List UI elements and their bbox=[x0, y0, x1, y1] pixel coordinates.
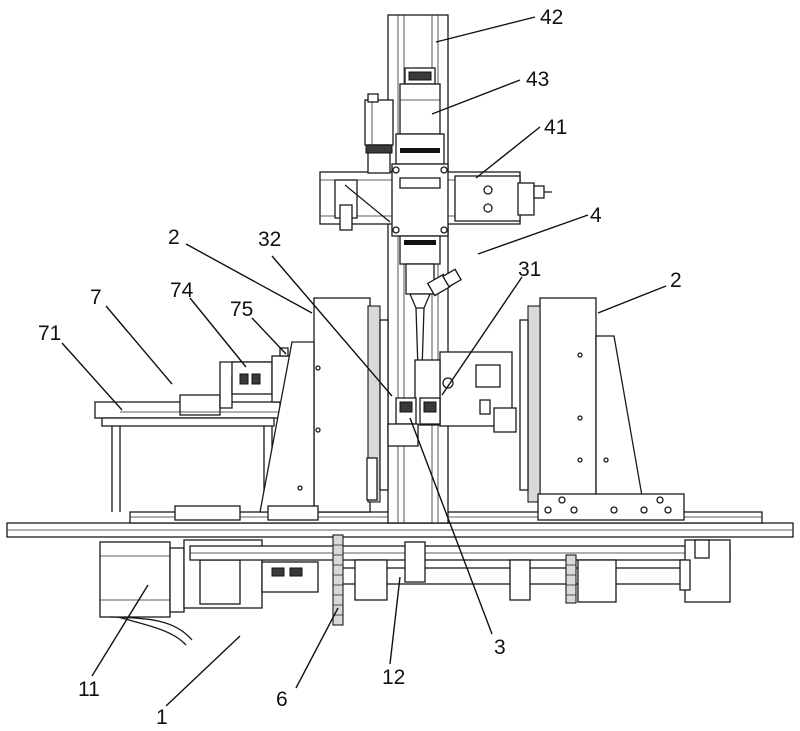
leader-7 bbox=[106, 306, 172, 384]
label-6: 6 bbox=[276, 688, 288, 711]
label-43: 43 bbox=[526, 68, 549, 91]
label-75: 75 bbox=[230, 298, 253, 321]
label-42: 42 bbox=[540, 6, 563, 29]
leader-41 bbox=[476, 127, 540, 178]
label-71: 71 bbox=[38, 322, 61, 345]
label-2-right: 2 bbox=[670, 269, 682, 292]
drive-assembly bbox=[100, 535, 730, 645]
leader-42 bbox=[436, 17, 535, 42]
chain-right bbox=[566, 555, 576, 603]
label-1: 1 bbox=[156, 706, 168, 729]
leader-1 bbox=[166, 636, 240, 706]
label-11: 11 bbox=[78, 678, 100, 701]
leader-6 bbox=[296, 608, 338, 688]
label-31: 31 bbox=[518, 258, 541, 281]
leader-75 bbox=[252, 318, 286, 354]
leader-71 bbox=[62, 343, 122, 410]
label-41: 41 bbox=[544, 116, 567, 139]
label-4: 4 bbox=[590, 204, 602, 227]
chain-left bbox=[333, 535, 343, 625]
label-7: 7 bbox=[90, 286, 102, 309]
label-12: 12 bbox=[382, 666, 405, 689]
label-32: 32 bbox=[258, 228, 281, 251]
label-2-left: 2 bbox=[168, 226, 180, 249]
label-74: 74 bbox=[170, 279, 194, 302]
right-tailstock bbox=[520, 298, 684, 520]
leader-12 bbox=[390, 577, 400, 664]
label-3: 3 bbox=[494, 636, 506, 659]
leader-2-right bbox=[598, 286, 666, 313]
